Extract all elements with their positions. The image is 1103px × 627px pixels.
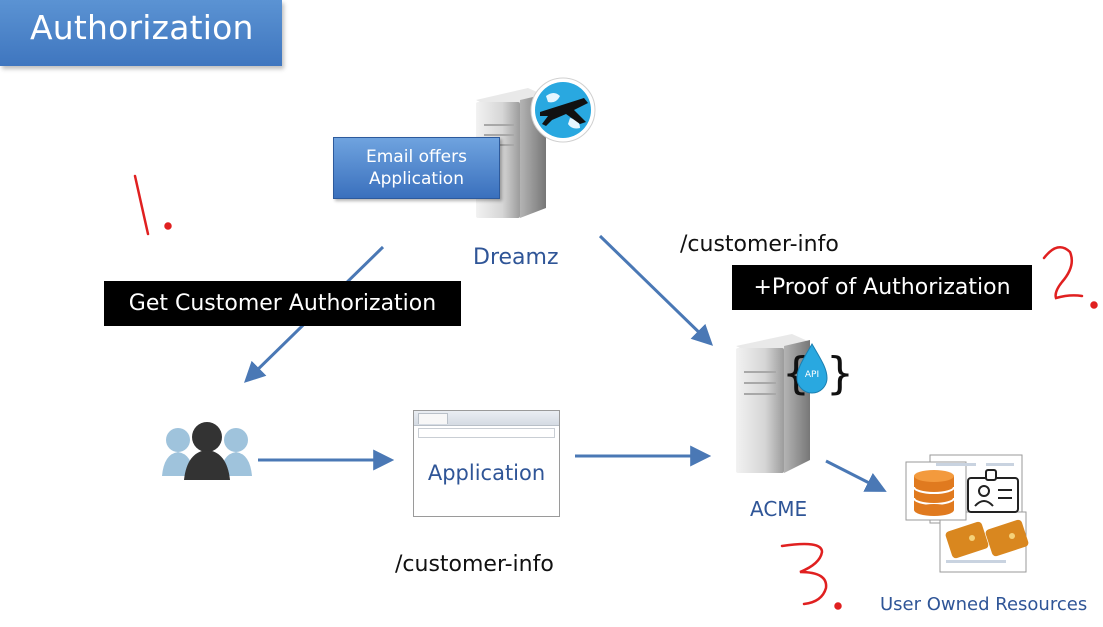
get-customer-authorization-label: Get Customer Authorization xyxy=(104,281,461,326)
annotation-step3 xyxy=(780,542,828,606)
application-label: Application xyxy=(427,461,546,485)
title-bar xyxy=(0,0,282,66)
step-annotations xyxy=(133,174,1098,610)
api-drop-icon: { } xyxy=(782,342,854,399)
annotation-step1 xyxy=(133,174,150,236)
id-card-icon xyxy=(967,469,1019,513)
browser-address-bar xyxy=(418,428,555,438)
email-offers-text: Email offers Application xyxy=(366,147,467,189)
airplane-globe-icon xyxy=(530,77,596,143)
dreamz-label: Dreamz xyxy=(473,245,559,270)
api-badge: API xyxy=(804,370,820,380)
arrow-acme-to-resources xyxy=(825,459,887,492)
resources-cluster xyxy=(905,454,1029,573)
email-offers-box: Email offers Application xyxy=(333,137,500,199)
browser-window-icon: Application xyxy=(413,410,560,517)
wallet-icon xyxy=(945,519,1029,559)
annotation-step2 xyxy=(1042,245,1084,300)
arrow-dreamz-to-acme xyxy=(598,234,714,346)
user-owned-resources-label: User Owned Resources xyxy=(880,594,1088,615)
acme-label: ACME xyxy=(750,497,808,521)
database-icon xyxy=(913,470,955,516)
browser-tab-bar xyxy=(414,411,559,426)
svg-text:}: } xyxy=(826,348,854,399)
proof-of-authorization-label: +Proof of Authorization xyxy=(732,265,1032,310)
users-icon xyxy=(162,422,252,480)
customer-info-path-bottom: /customer-info xyxy=(395,552,554,577)
customer-info-path-top: /customer-info xyxy=(680,232,839,257)
page-title: Authorization xyxy=(30,8,254,47)
